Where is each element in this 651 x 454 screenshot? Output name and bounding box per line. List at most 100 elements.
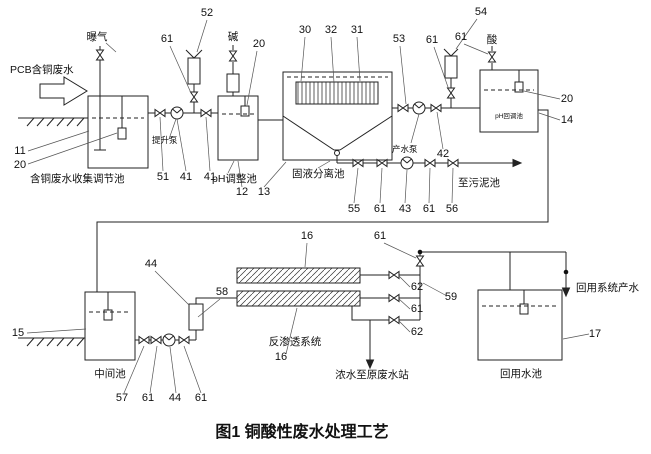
valve-icon [430, 104, 442, 112]
callout-13: 13 [258, 186, 270, 198]
valve-icon [200, 109, 212, 117]
callout-61: 61 [195, 392, 207, 404]
callout-61: 61 [161, 33, 173, 45]
callout-31: 31 [351, 24, 363, 36]
figure-caption: 图1 铜酸性废水处理工艺 [215, 422, 388, 441]
callout-12: 12 [236, 186, 248, 198]
separation-tank [258, 71, 393, 161]
callout-17: 17 [589, 328, 601, 340]
callout-42: 42 [437, 148, 449, 160]
intermediate-tank-label: 中间池 [94, 367, 126, 380]
callout-57: 57 [116, 392, 128, 404]
diagram-text: PCB含铜废水 曝气 52 61 碱 20 30 32 31 53 54 61 … [10, 6, 639, 441]
callout-58: 58 [216, 286, 228, 298]
feed-arrow-icon [39, 76, 88, 106]
callout-41: 41 [204, 171, 216, 183]
product-pump-label: 产水泵 [392, 144, 418, 154]
ro-module-1 [236, 267, 361, 284]
ph-readjust-tank-label: pH回调池 [495, 111, 523, 120]
callout-16: 16 [301, 230, 313, 242]
callout-41: 41 [180, 171, 192, 183]
ground-hatch-bottom [18, 337, 85, 347]
lift-pump-line [148, 106, 218, 120]
valve-icon [190, 91, 198, 103]
callout-20: 20 [253, 38, 265, 50]
valve-icon [154, 109, 166, 117]
valve-icon [352, 159, 364, 167]
product-water-line [392, 101, 480, 115]
callout-32: 32 [325, 24, 337, 36]
callout-15: 15 [12, 327, 24, 339]
callout-44: 44 [145, 258, 157, 270]
callout-61: 61 [374, 230, 386, 242]
valve-icon [388, 294, 400, 302]
pump-icon [170, 106, 184, 120]
arrow-down-icon [365, 359, 375, 370]
valve-icon [397, 104, 409, 112]
doser-54 [443, 48, 459, 108]
valve-icon [138, 336, 150, 344]
transfer-line [96, 109, 549, 292]
callout-52: 52 [201, 7, 213, 19]
callout-20: 20 [561, 93, 573, 105]
ph-readjust-tank [479, 69, 539, 133]
valve-icon [178, 336, 190, 344]
lift-pump-label: 提升泵 [152, 135, 178, 145]
junction-dot [563, 269, 569, 275]
callout-53: 53 [393, 33, 405, 45]
valve-icon [150, 336, 162, 344]
valve-icon [388, 316, 400, 324]
ph-adjust-tank [217, 45, 259, 161]
reuse-product-label: 回用系统产水 [576, 281, 639, 294]
aeration-label: 曝气 [87, 30, 108, 43]
to-sludge-label: 至污泥池 [458, 176, 500, 189]
intermediate-tank [84, 291, 136, 361]
valve-icon [96, 49, 104, 61]
ph-adjust-tank-label: pH调整池 [212, 172, 257, 185]
callout-62: 62 [411, 281, 423, 293]
collection-tank [87, 95, 149, 169]
valve-icon [376, 159, 388, 167]
pump-icon [412, 101, 426, 115]
feed-arrow [39, 76, 88, 106]
callout-55: 55 [348, 203, 360, 215]
ro-system-label: 反渗透系统 [269, 335, 322, 348]
line-art [18, 45, 571, 370]
callout-20: 20 [14, 159, 26, 171]
callout-51: 51 [157, 171, 169, 183]
concentrate-line [365, 320, 375, 370]
callout-14: 14 [561, 114, 573, 126]
leader-lines [26, 18, 590, 394]
arrow-right-icon [512, 158, 523, 168]
callout-61: 61 [411, 303, 423, 315]
separation-tank-label: 固液分离池 [292, 167, 345, 180]
collection-tank-label: 含铜废水收集调节池 [30, 172, 125, 185]
product-header [417, 249, 571, 298]
acid-line [488, 46, 496, 70]
valve-icon [388, 271, 400, 279]
callout-61: 61 [374, 203, 386, 215]
arrow-down-icon [561, 287, 571, 298]
doser-52 [185, 49, 203, 113]
callout-30: 30 [299, 24, 311, 36]
ro-system [236, 252, 424, 324]
callout-54: 54 [475, 6, 487, 18]
concentrate-label: 浓水至原废水站 [335, 368, 409, 381]
junction-dot [417, 249, 423, 255]
ro-module-2 [236, 290, 361, 307]
callout-43: 43 [399, 203, 411, 215]
callout-61: 61 [426, 34, 438, 46]
callout-56: 56 [446, 203, 458, 215]
sludge-line [336, 155, 523, 170]
feed-water-label: PCB含铜废水 [10, 63, 74, 76]
reuse-tank-label: 回用水池 [500, 367, 542, 380]
callout-11: 11 [14, 145, 25, 157]
feed-pump-line [135, 297, 237, 347]
callout-61: 61 [455, 31, 467, 43]
callout-61: 61 [423, 203, 435, 215]
acid-label: 酸 [487, 33, 498, 46]
valve-icon [424, 159, 436, 167]
callout-59: 59 [445, 291, 457, 303]
